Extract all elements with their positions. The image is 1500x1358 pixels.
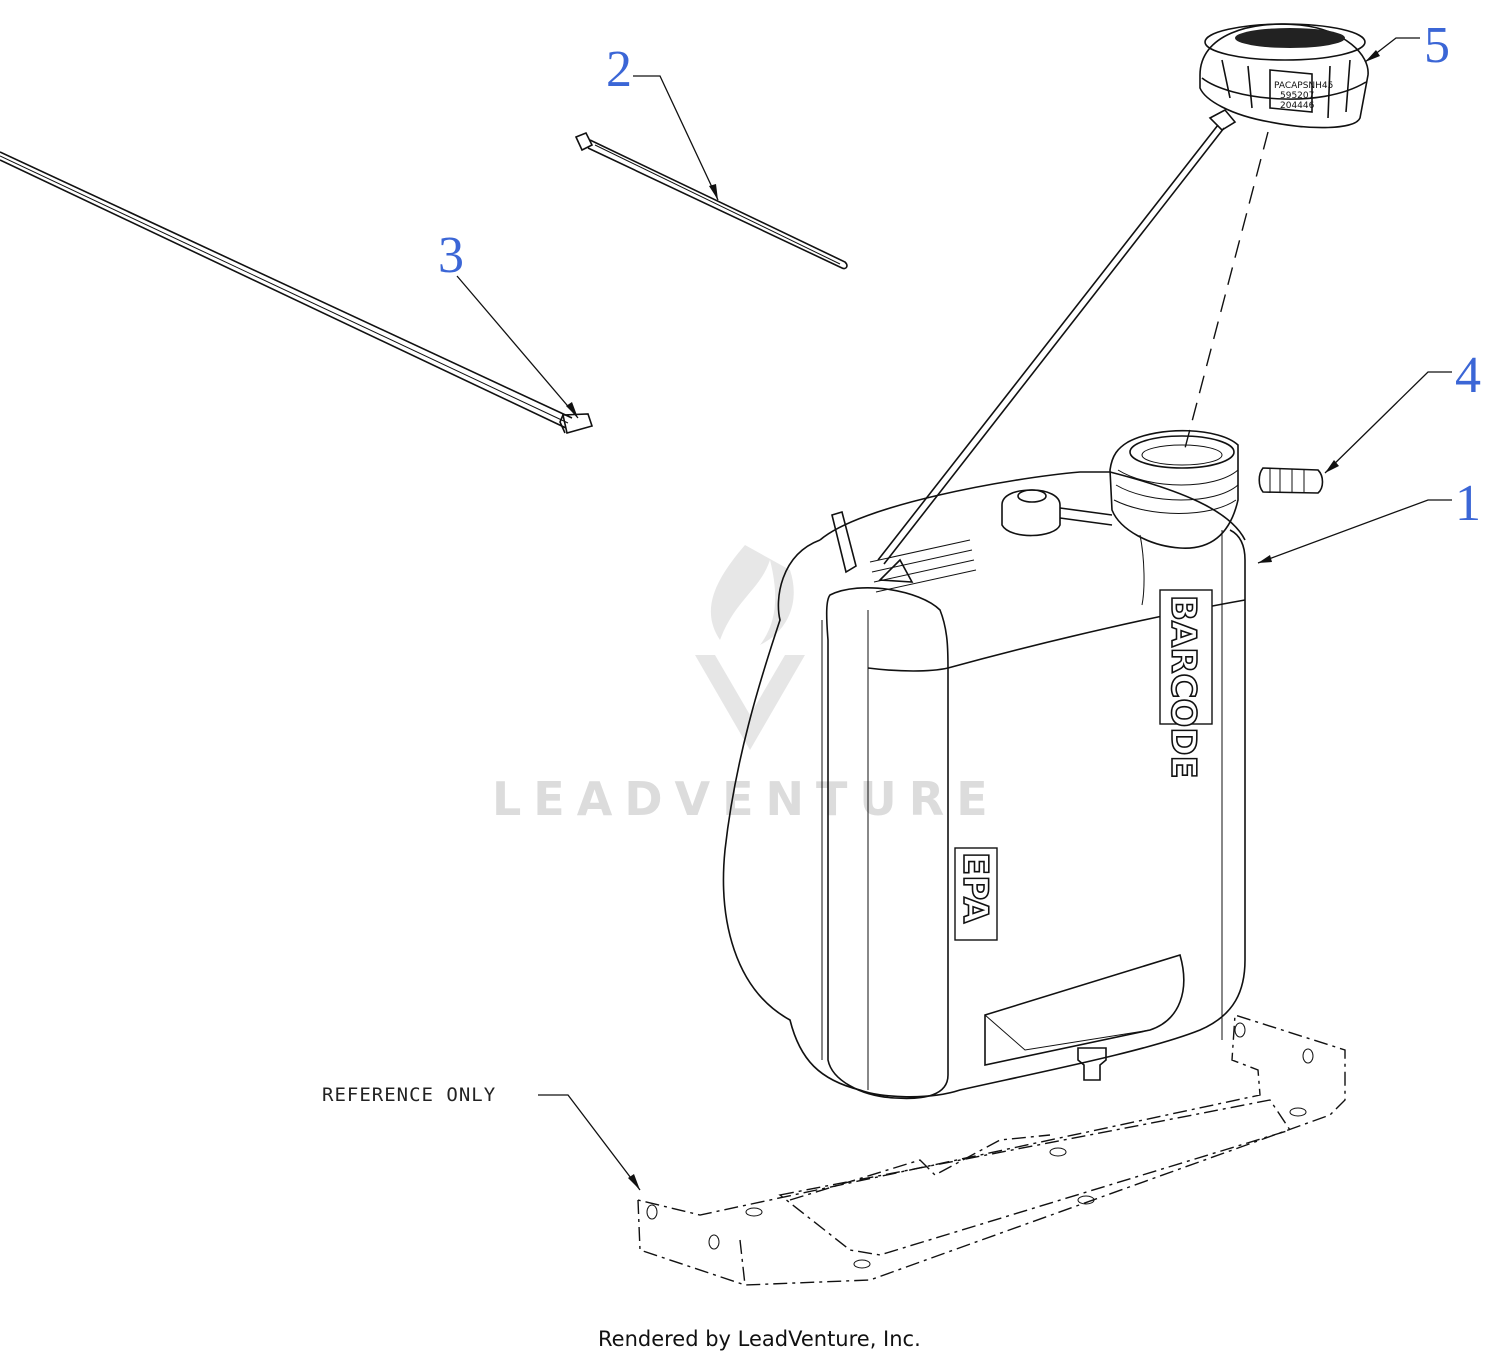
fuel-tank: BARCODE EPA bbox=[722, 429, 1246, 1100]
cap-text-line3: 204446 bbox=[1280, 101, 1315, 111]
leader-lines bbox=[456, 37, 1452, 1191]
callout-3: 3 bbox=[438, 227, 464, 284]
reference-bracket bbox=[637, 1014, 1346, 1286]
epa-label-box bbox=[954, 847, 998, 941]
footer-credit: Rendered by LeadVenture, Inc. bbox=[598, 1327, 921, 1351]
leader-arrowheads bbox=[566, 50, 1380, 1190]
barcode-label-box bbox=[1159, 589, 1213, 725]
assembly-dashed-line bbox=[1183, 131, 1269, 453]
cap-text-line1: PACAPSNH45 bbox=[1274, 81, 1333, 91]
cable-tie-short bbox=[574, 131, 848, 270]
callout-5: 5 bbox=[1424, 17, 1450, 74]
reference-only-label: REFERENCE ONLY bbox=[322, 1084, 496, 1106]
cap-text-line2: 595207 bbox=[1280, 91, 1314, 101]
callout-4: 4 bbox=[1455, 347, 1481, 404]
epa-label-text: EPA bbox=[955, 852, 995, 924]
callout-2: 2 bbox=[606, 41, 632, 98]
watermark-text: LEADVENTURE bbox=[492, 772, 1000, 826]
fuel-cap: PACAPSNH45 595207 204446 bbox=[877, 23, 1369, 565]
cable-tie-long bbox=[0, 151, 594, 434]
barcode-label-text: BARCODE bbox=[1163, 595, 1203, 779]
leadventure-logo-watermark-icon bbox=[695, 545, 805, 750]
callout-1: 1 bbox=[1455, 475, 1481, 532]
fuel-fitting bbox=[1258, 467, 1324, 494]
